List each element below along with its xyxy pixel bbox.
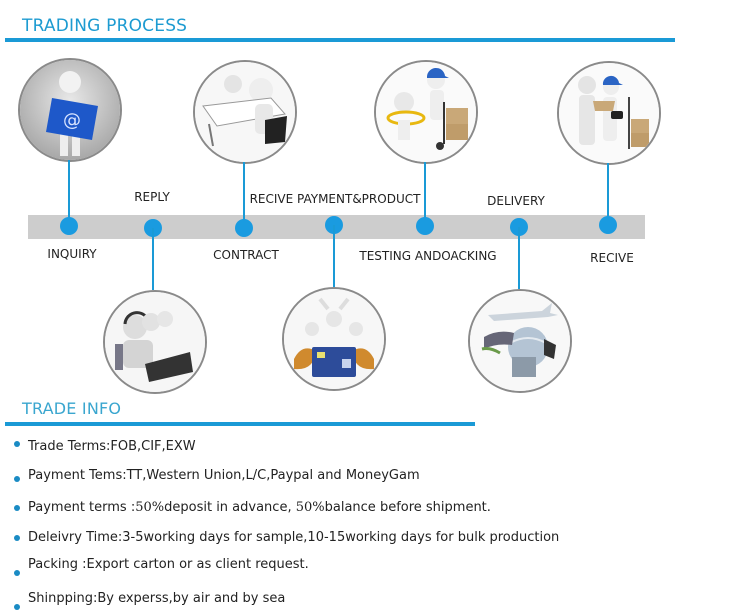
connector-line (607, 163, 609, 225)
svg-text:@: @ (63, 110, 81, 131)
trade-info-item: Payment terms :50%deposit in advance, 50… (14, 500, 491, 515)
bullet-icon (14, 440, 20, 447)
connector-line (243, 162, 245, 228)
step-label: DELIVERY (487, 194, 545, 208)
deposit-percent: 50% (135, 500, 165, 515)
globe-transport-icon (468, 289, 572, 393)
trade-info-item: Trade Terms:FOB,CIF,EXW (14, 439, 196, 454)
trading-process-title: TRADING PROCESS (22, 16, 188, 36)
connector-line (424, 162, 426, 226)
testing-packing-icon (374, 60, 478, 164)
bullet-icon (14, 475, 20, 482)
connector-line (68, 160, 70, 226)
step-dot (60, 217, 78, 235)
item-text: Shinpping:By experss,by air and by sea (28, 591, 286, 606)
payment-card-icon (282, 287, 386, 391)
call-center-icon (103, 290, 207, 394)
bullet-icon (14, 603, 20, 610)
trade-info-item: Deleivry Time:3-5working days for sample… (14, 530, 559, 545)
bullet-icon (14, 504, 20, 511)
trade-info-item: Packing :Export carton or as client requ… (14, 557, 309, 576)
item-text: Packing :Export carton or as client requ… (28, 557, 309, 572)
balance-percent: 50% (295, 500, 325, 515)
trade-info-underline (5, 422, 475, 426)
trade-info-title: TRADE INFO (22, 399, 122, 418)
step-label: CONTRACT (213, 248, 279, 262)
step-label: RECIVE PAYMENT&PRODUCT (249, 192, 421, 206)
item-text-post: balance before shipment. (324, 500, 491, 515)
bullet-icon (14, 569, 20, 576)
trade-info-item: Payment Tems:TT,Western Union,L/C,Paypal… (14, 468, 420, 483)
step-label: INQUIRY (47, 247, 97, 261)
step-label: REPLY (134, 190, 170, 204)
step-dot (416, 217, 434, 235)
title-underline (5, 38, 675, 42)
item-text: Trade Terms:FOB,CIF,EXW (28, 439, 196, 454)
step-label: RECIVE (590, 251, 634, 265)
item-text-mid: deposit in advance, (164, 500, 296, 515)
step-label: TESTING ANDOACKING (359, 249, 497, 263)
step-dot (599, 216, 617, 234)
item-text: Deleivry Time:3-5working days for sample… (28, 530, 560, 545)
bullet-icon (14, 534, 20, 541)
item-text-pre: Payment terms : (28, 500, 136, 515)
connector-line (152, 228, 154, 290)
connector-line (333, 225, 335, 287)
step-dot (235, 219, 253, 237)
handover-delivery-icon (557, 61, 661, 165)
trade-info-item: Shinpping:By experss,by air and by sea (14, 591, 286, 610)
email-person-icon: @ (18, 58, 122, 162)
meeting-table-icon (193, 60, 297, 164)
item-text: Payment Tems:TT,Western Union,L/C,Paypal… (28, 468, 420, 483)
connector-line (518, 227, 520, 289)
